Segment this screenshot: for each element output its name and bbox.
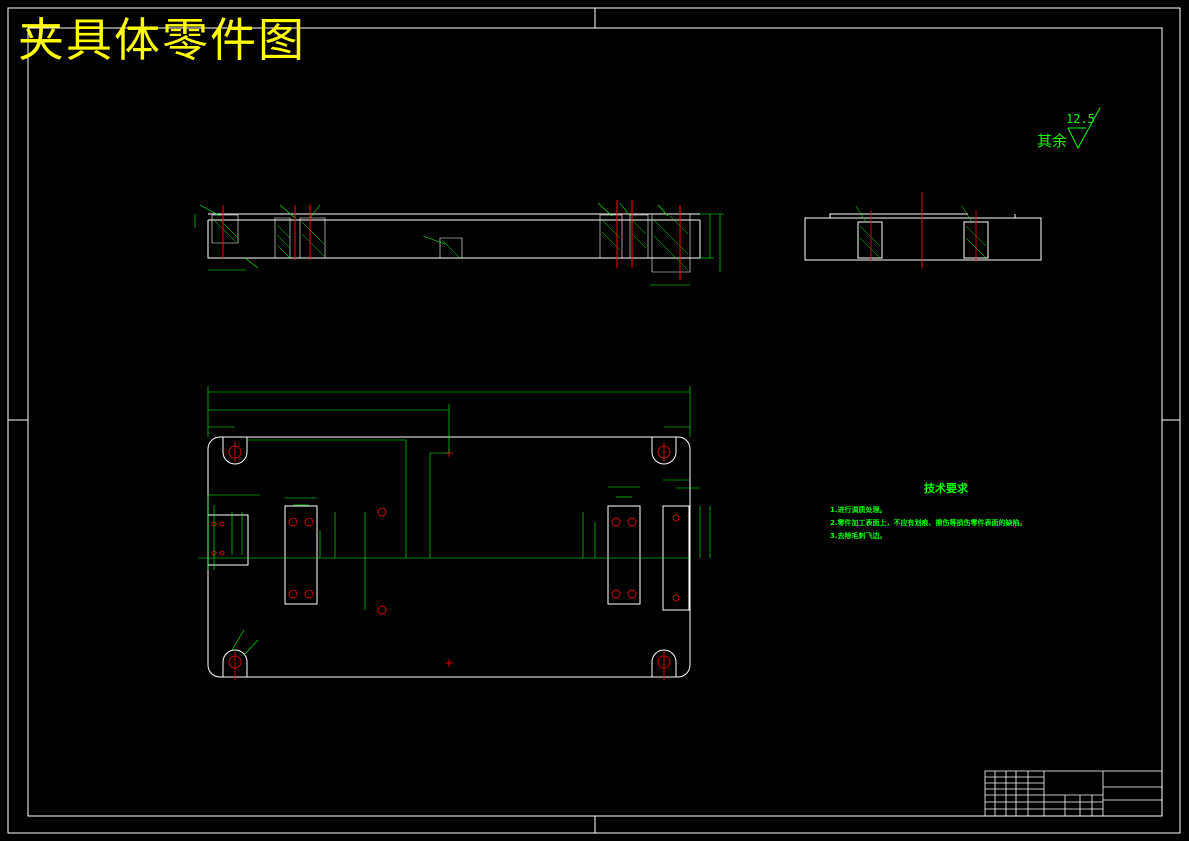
- front-section-view: [194, 200, 724, 286]
- roughness-value: 12.5: [1066, 112, 1095, 126]
- outer-border: [7, 7, 1181, 834]
- side-section-view: [804, 192, 1042, 268]
- roughness-symbol: [1067, 107, 1101, 150]
- technical-requirement-item: 1.进行调质处理。: [830, 506, 887, 514]
- technical-requirements-title: 技术要求: [924, 482, 968, 495]
- top-view: [198, 386, 711, 680]
- title-block: [984, 770, 1163, 817]
- centering-marks: [8, 8, 1180, 833]
- drawing-title: 夹具体零件图: [18, 13, 306, 67]
- technical-requirements-list: 1.进行调质处理。 2.零件加工表面上，不应有划痕、擦伤等损伤零件表面的缺陷。 …: [830, 505, 1100, 544]
- technical-requirement-item: 3.去除毛刺飞边。: [830, 532, 887, 540]
- roughness-label: 其余: [1037, 132, 1068, 150]
- technical-requirement-item: 2.零件加工表面上，不应有划痕、擦伤等损伤零件表面的缺陷。: [830, 519, 1027, 527]
- section-hatching: [211, 213, 691, 273]
- inner-border: [27, 27, 1163, 817]
